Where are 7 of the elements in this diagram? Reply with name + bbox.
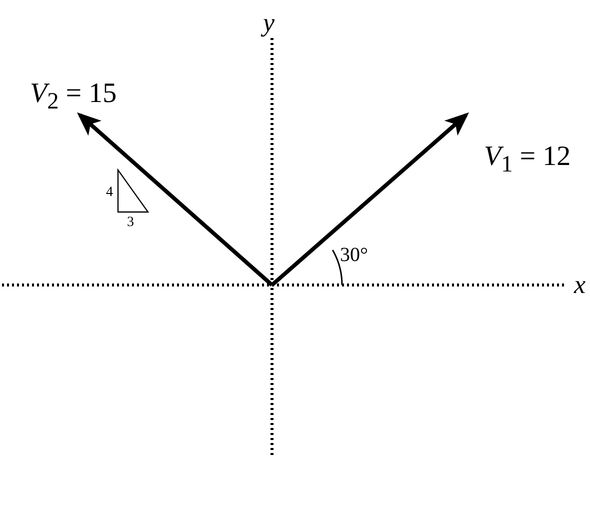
side-length: 4 bbox=[106, 186, 113, 200]
vector-label: V$_{1}$ = 12 bbox=[484, 143, 571, 177]
axis-label: y bbox=[263, 10, 275, 36]
angle-label: 30° bbox=[340, 245, 368, 265]
side-length: 3 bbox=[127, 216, 134, 230]
axis-label: x bbox=[574, 272, 586, 298]
vector-label: V$_{2}$ = 15 bbox=[30, 80, 117, 114]
